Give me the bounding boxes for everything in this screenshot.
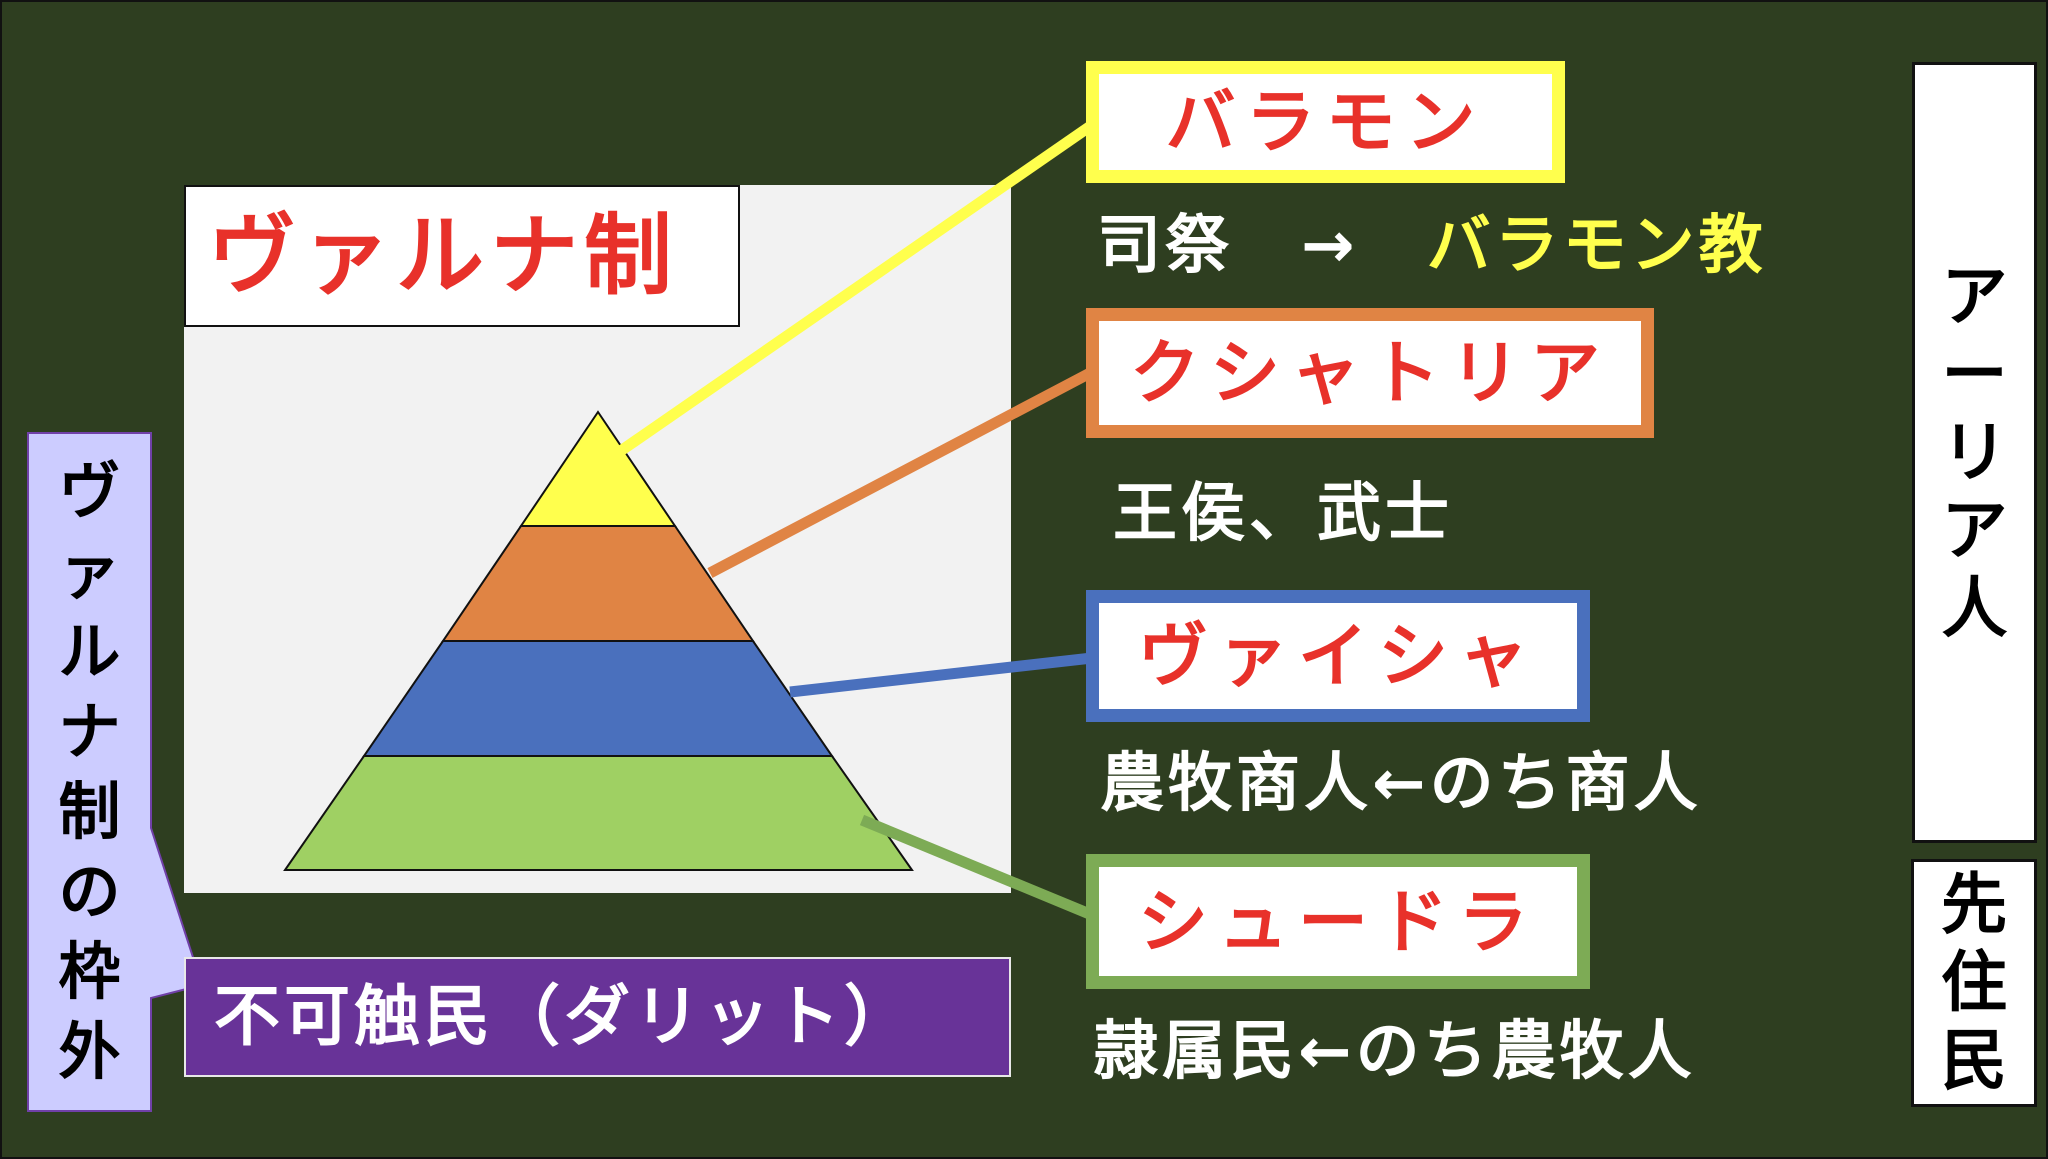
aryan-char: ア (1941, 257, 2008, 335)
desc-highlight: バラモン教 (1426, 209, 1767, 283)
callout-char: ナ (58, 695, 121, 768)
caste-label-brahman: バラモン (1165, 81, 1486, 163)
callout-char: 外 (58, 1015, 121, 1088)
caste-box-vaishya: ヴァイシャ (1086, 590, 1590, 722)
caste-desc-brahman: 司祭 → バラモン教 (1097, 214, 1767, 278)
caste-label-kshatriya: クシャトリア (1130, 332, 1610, 414)
aryan-char: ア (1941, 491, 2008, 569)
caste-desc-kshatriya: 王侯、武士 (1113, 482, 1453, 546)
caste-label-vaishya: ヴァイシャ (1138, 615, 1538, 697)
caste-box-brahman: バラモン (1086, 61, 1565, 183)
caste-label-shudra: シュードラ (1138, 880, 1538, 963)
desc-text: 農牧商人←のち商人 (1100, 747, 1702, 821)
callout-char: 制 (58, 775, 121, 848)
callout-char: ル (58, 615, 121, 688)
aryan-label-box: ア ー リ ア 人 (1912, 62, 2037, 843)
callout-char: 枠 (58, 935, 121, 1008)
page-title: ヴァルナ制 (208, 204, 679, 307)
callout-char: ァ (58, 535, 121, 608)
aryan-char: ー (1941, 335, 2008, 413)
callout-char: の (58, 855, 121, 928)
title-box: ヴァルナ制 (184, 185, 740, 327)
caste-box-kshatriya: クシャトリア (1086, 308, 1654, 438)
desc-text: 王侯、武士 (1113, 477, 1453, 551)
desc-text: 司祭 → (1097, 209, 1427, 283)
native-char: 民 (1941, 1022, 2007, 1099)
outcaste-label: 不可触民（ダリット） (214, 978, 914, 1055)
native-char: 先 (1941, 866, 2007, 943)
callout-char: ヴ (58, 455, 121, 528)
caste-box-shudra: シュードラ (1086, 854, 1590, 989)
native-label-box: 先 住 民 (1911, 859, 2037, 1107)
aryan-char: 人 (1941, 569, 2008, 647)
desc-text: 隷属民←のち農牧人 (1094, 1015, 1696, 1089)
caste-desc-shudra: 隷属民←のち農牧人 (1094, 1020, 1696, 1084)
outcaste-box: 不可触民（ダリット） (184, 957, 1011, 1077)
caste-desc-vaishya: 農牧商人←のち商人 (1100, 752, 1702, 816)
native-char: 住 (1941, 944, 2007, 1021)
aryan-char: リ (1941, 413, 2008, 491)
outcaste-callout-label: ヴ ァ ル ナ 制 の 枠 外 (27, 432, 152, 1112)
